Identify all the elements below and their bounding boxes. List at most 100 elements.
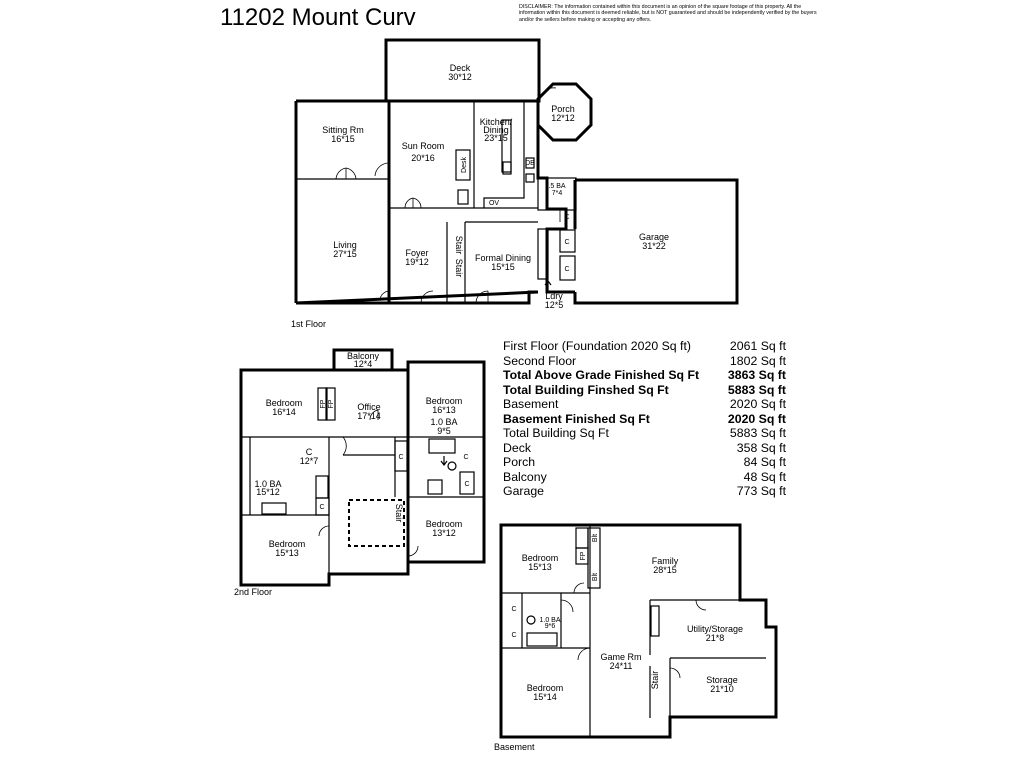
arrow-bath1-head: [440, 460, 448, 466]
stat-label: Basement Finished Sq Ft: [503, 411, 650, 426]
room-dim-porch: 12*12: [551, 113, 575, 123]
room-name-closet: C: [306, 447, 313, 457]
room-name-kitchen-1: Kitchen/: [480, 117, 513, 127]
room-dim-kitchen: 23*15: [484, 133, 508, 143]
appliance-box: [457, 189, 469, 205]
stat-value: 2061 Sq ft: [729, 339, 786, 353]
toilet-b: [526, 615, 536, 625]
room-dim-foyer: 19*12: [405, 257, 429, 267]
stat-label: Total Building Finshed Sq Ft: [503, 382, 669, 397]
sink-box: [525, 173, 535, 183]
kitchen-island: [501, 119, 512, 173]
room-name-storage: Storage: [706, 675, 738, 685]
door-bedroom2-b: [577, 647, 591, 661]
toilet-1: [447, 461, 457, 471]
room-dim-utility: 21*8: [706, 633, 725, 643]
tub-b: [526, 632, 558, 647]
builtin-box-1: [575, 527, 589, 549]
stat-value: 5883 Sq ft: [729, 426, 786, 440]
room-dim-balcony: 12*4: [354, 359, 373, 369]
stat-value: 773 Sq ft: [736, 484, 786, 498]
stat-row-basement-finished: Basement Finished Sq Ft 2020 Sq ft: [503, 412, 786, 427]
room-dim-office: 17*14: [357, 411, 381, 421]
room-dim-living: 27*15: [333, 249, 357, 259]
room-dim-garage: 31*22: [642, 241, 666, 251]
room-dim-bedroom-4: 15*13: [275, 548, 299, 558]
basement-outer-wall: [499, 523, 778, 739]
door-dining: [475, 290, 489, 304]
label-closet-3: C: [564, 214, 569, 221]
label-closet-2c: C: [319, 504, 324, 511]
room-name-sitting: Sitting Rm: [322, 125, 364, 135]
room-dim-sitting: 16*15: [331, 134, 355, 144]
room-dim-bath-2: 15*12: [256, 487, 280, 497]
floor-label-first: 1st Floor: [291, 319, 326, 329]
fireplace-box-2: [325, 387, 336, 421]
arrow-laundry-head: [544, 280, 552, 286]
room-name-halfbath: .5 BA: [548, 183, 565, 190]
stat-row-total-building: Total Building Sq Ft 5883 Sq ft: [503, 426, 786, 441]
room-name-bath-1: 1.0 BA: [430, 417, 457, 427]
room-name-foyer: Foyer: [405, 248, 428, 258]
stat-value: 1802 Sq ft: [729, 353, 786, 368]
room-name-balcony: Balcony: [347, 351, 380, 361]
closet-box-2: [559, 255, 576, 281]
room-name-bedroom-1: Bedroom: [266, 398, 303, 408]
room-dim-gameroom: 24*11: [610, 661, 633, 671]
porch-door-swing: [539, 87, 557, 101]
room-name-kitchen-2: Dining: [483, 125, 509, 135]
room-dim-formal-dining: 15*15: [491, 262, 515, 272]
builtin-box-2: [587, 527, 601, 589]
utility-box: [650, 605, 660, 637]
stat-value: 2020 Sq ft: [727, 411, 786, 426]
stat-row-garage: Garage 773 Sq ft: [503, 484, 786, 499]
room-dim-bedroom-b1: 15*13: [528, 562, 552, 572]
room-name-garage: Garage: [639, 232, 669, 242]
room-name-office: Office: [357, 402, 380, 412]
label-closet-2: C: [564, 266, 569, 273]
fireplace-box-1: [317, 387, 328, 421]
door-office-french: [369, 409, 379, 421]
db-box: [525, 157, 535, 169]
label-builtin-1: Blt: [592, 534, 599, 542]
stat-value: 3863 Sq ft: [727, 368, 786, 382]
stat-value: 2020 Sq ft: [729, 397, 786, 411]
stat-label: Total Building Sq Ft: [503, 426, 609, 440]
second-floor-plan: Balcony 12*4 Bedroom 16*14 Office 17*14 …: [234, 348, 486, 597]
door-sunroom: [374, 162, 390, 177]
page-title: 11202 Mount Curv: [220, 4, 416, 31]
stat-row-total-building-finished: Total Building Finshed Sq Ft 5883 Sq ft: [503, 383, 786, 398]
stat-label: Balcony: [503, 469, 547, 484]
stat-value: 84 Sq ft: [743, 455, 786, 469]
stat-label: Deck: [503, 440, 532, 455]
label-closet-2b: C: [464, 481, 469, 488]
label-fp-1: FP: [320, 399, 327, 408]
stat-label: Garage: [503, 484, 545, 498]
door-living: [379, 290, 390, 300]
stat-value: 48 Sq ft: [743, 469, 786, 484]
stat-value: 5883 Sq ft: [727, 382, 786, 397]
room-dim-bath-b: 9*6: [545, 623, 556, 630]
room-name-bath-2: 1.0 BA: [254, 479, 281, 489]
room-dim-bedroom-2: 16*13: [432, 405, 456, 415]
room-name-bedroom-b1: Bedroom: [522, 553, 559, 563]
room-dim-family: 28*15: [653, 565, 677, 575]
closet-2c: [315, 497, 330, 516]
stat-label: Total Above Grade Finished Sq Ft: [503, 368, 700, 382]
room-name-sunroom: Sun Room: [402, 141, 445, 151]
room-dim-bedroom-1: 16*14: [272, 407, 296, 417]
floor-label-basement: Basement: [494, 742, 535, 752]
stat-row-first-floor: First Floor (Foundation 2020 Sq ft)2061 …: [503, 339, 786, 354]
room-name-bedroom-4: Bedroom: [269, 539, 306, 549]
disclaimer-text: DISCLAIMER: The information contained wi…: [519, 4, 817, 23]
door-utility: [695, 599, 707, 611]
french-door-sitting: [335, 167, 357, 180]
label-closet-2a: C: [398, 454, 403, 461]
kitchen-counter: [483, 101, 525, 208]
room-dim-laundry: 12*5: [545, 300, 564, 310]
laundry-counter: [537, 228, 549, 280]
